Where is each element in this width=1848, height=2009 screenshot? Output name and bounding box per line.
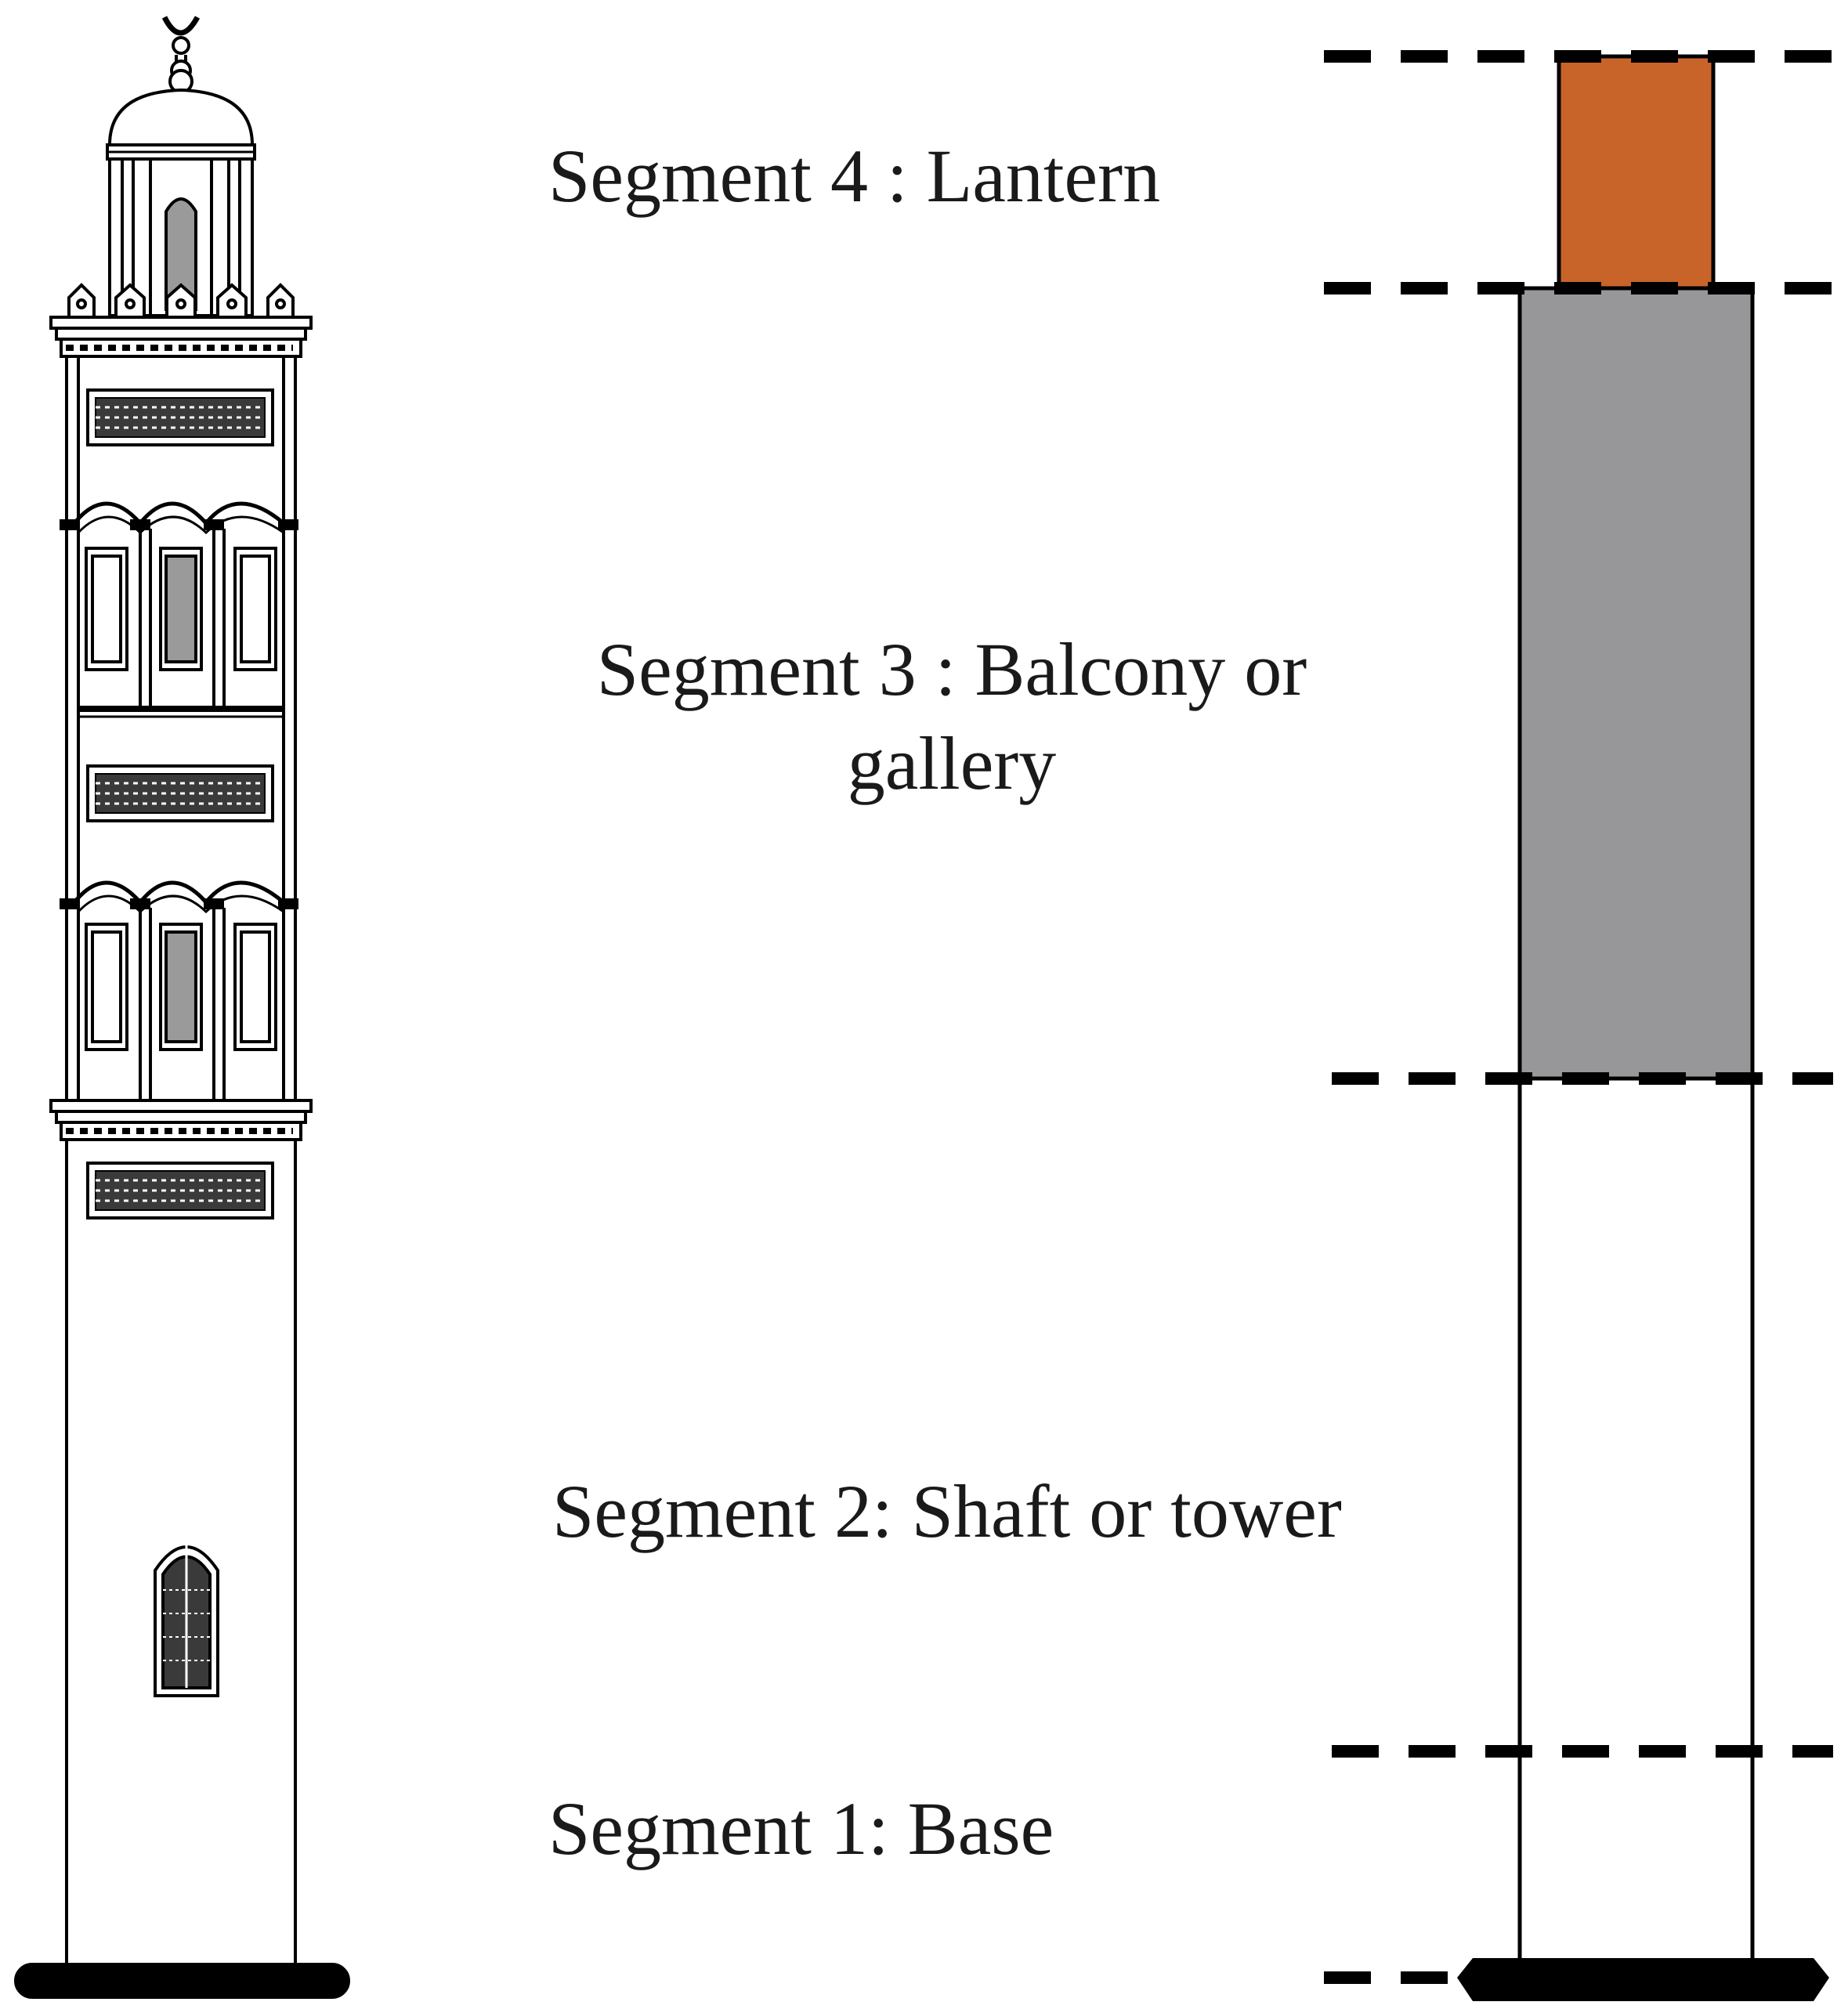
segment-4-block xyxy=(1557,54,1716,291)
segment-3-label: Segment 3 : Balcony or gallery xyxy=(596,627,1307,805)
minaret-elevation-drawing xyxy=(14,16,350,1999)
crescent-finial-icon xyxy=(161,16,201,94)
lantern-window xyxy=(165,197,197,311)
lower-balcony-cornice xyxy=(49,1099,313,1141)
segment-boundaries xyxy=(1324,50,1833,1984)
arcade-arches xyxy=(73,880,285,905)
merlons xyxy=(67,283,295,319)
segment-1-label: Segment 1: Base xyxy=(548,1787,1054,1870)
segment-3-block xyxy=(1517,286,1755,1081)
arcade-arches xyxy=(73,501,285,526)
pointed-arch-window xyxy=(154,1539,219,1697)
upper-balcony-cornice xyxy=(49,316,313,358)
minaret-base-plinth xyxy=(14,1963,350,1999)
segment-1-base-plinth xyxy=(1457,1958,1829,2001)
segment-2-label: Segment 2: Shaft or tower xyxy=(552,1469,1342,1553)
segment-schematic xyxy=(1324,50,1833,2001)
lantern-dome xyxy=(107,88,255,146)
shaft-column-outline xyxy=(1517,1079,1755,1966)
segment-4-label: Segment 4 : Lantern xyxy=(548,134,1161,218)
main-shaft xyxy=(65,1140,297,1966)
gallery-shaft xyxy=(60,356,298,1100)
